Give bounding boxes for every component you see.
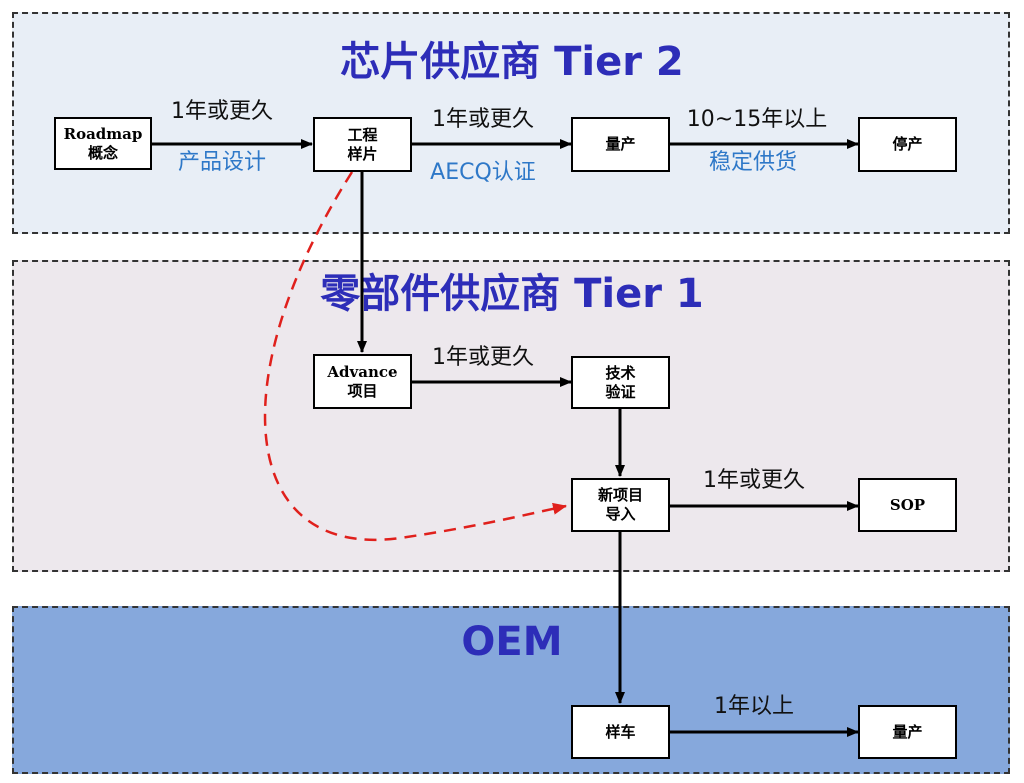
roadmap-box-line2: 概念	[87, 143, 118, 162]
sop-box: SOP	[858, 478, 957, 532]
car-mass-production-box: 量产	[858, 705, 957, 759]
label-year1-roadmap: 1年或更久	[171, 99, 273, 124]
tech-validation-line2: 验证	[605, 382, 636, 401]
label-year1-advance: 1年或更久	[432, 345, 534, 370]
chip-mass-production-label: 量产	[605, 135, 636, 153]
sop-label: SOP	[889, 495, 926, 514]
sample-car-label: 样车	[605, 722, 636, 741]
label-product-design: 产品设计	[177, 150, 267, 175]
oem-title: OEM	[461, 619, 563, 665]
label-year1-plus: 1年以上	[714, 694, 794, 719]
advance-project-box: Advance 项目	[313, 354, 412, 409]
engineering-sample-line1: 工程	[347, 125, 378, 144]
discontinue-box: 停产	[858, 117, 957, 172]
tier2-panel	[12, 12, 1010, 234]
label-year1-sample: 1年或更久	[432, 107, 534, 132]
label-10-15-years: 10~15年以上	[686, 107, 828, 132]
roadmap-box-line1: Roadmap	[63, 124, 143, 143]
engineering-sample-line2: 样片	[347, 144, 378, 163]
tech-validation-box: 技术 验证	[571, 356, 670, 409]
roadmap-box: Roadmap 概念	[54, 117, 152, 170]
dashed-arrow-sample-to-newproject	[263, 171, 567, 541]
new-project-box: 新项目 导入	[571, 478, 670, 532]
label-aecq: AECQ认证	[430, 160, 536, 185]
advance-project-line2: 项目	[347, 381, 378, 400]
tier1-panel	[12, 260, 1010, 572]
new-project-line2: 导入	[605, 505, 636, 523]
discontinue-label: 停产	[892, 135, 923, 153]
label-year1-sop: 1年或更久	[703, 468, 805, 493]
tech-validation-line1: 技术	[605, 363, 636, 382]
chip-mass-production-box: 量产	[571, 117, 670, 172]
advance-project-line1: Advance	[327, 362, 398, 381]
car-mass-production-label: 量产	[892, 722, 923, 741]
engineering-sample-box: 工程 样片	[313, 117, 412, 172]
tier1-title: 零部件供应商 Tier 1	[320, 271, 704, 317]
tier2-title: 芯片供应商 Tier 2	[340, 39, 684, 85]
sample-car-box: 样车	[571, 705, 670, 759]
label-stable-supply: 稳定供货	[708, 150, 798, 175]
oem-panel	[12, 606, 1010, 774]
new-project-line1: 新项目	[597, 486, 643, 504]
